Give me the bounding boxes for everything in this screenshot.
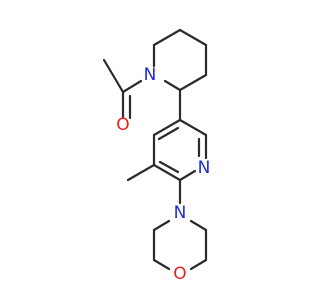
atom-label-nitrogen-piperidine: N xyxy=(144,65,157,85)
bond-pyr-c3-c4 xyxy=(152,118,182,137)
bond-pyr-c3-c4-inner xyxy=(157,126,180,141)
piperidine-ring xyxy=(152,28,208,92)
atom-label-nitrogen-morpholine: N xyxy=(174,203,187,223)
bond-methyl xyxy=(126,163,156,182)
bond-pyr-c5-c6-inner xyxy=(158,160,180,174)
morpholine-ring xyxy=(152,219,208,271)
bond-pyr-c2-c3 xyxy=(178,118,208,137)
bond-morph-n-c2 xyxy=(152,219,171,232)
atom-label-oxygen-carbonyl: O xyxy=(116,115,129,135)
atom-label-oxygen-morpholine: O xyxy=(173,264,186,284)
bond-pyr-c5-c6 xyxy=(152,163,182,182)
pyridine-ring xyxy=(152,118,208,182)
bond-carbonyl-c-n xyxy=(121,79,143,94)
bond-pip-c3-c2 xyxy=(178,73,208,92)
structure-canvas: N O N N O xyxy=(102,28,211,284)
bond-pip-c5-c4 xyxy=(178,28,208,47)
bond-pip-c6-c5 xyxy=(152,28,182,47)
bond-pip-c2-n xyxy=(163,79,182,92)
bond-morph-o-c5 xyxy=(189,258,208,271)
bond-pyr-c6-n1 xyxy=(178,169,197,182)
atom-label-nitrogen-pyridine: N xyxy=(198,158,211,178)
bond-morph-c6-n xyxy=(189,219,208,232)
molecule-drawing: N O N N O xyxy=(102,28,211,284)
bond-acetyl-methyl xyxy=(102,58,125,94)
acetyl-group xyxy=(102,58,143,120)
bond-morph-c3-o xyxy=(152,258,171,271)
